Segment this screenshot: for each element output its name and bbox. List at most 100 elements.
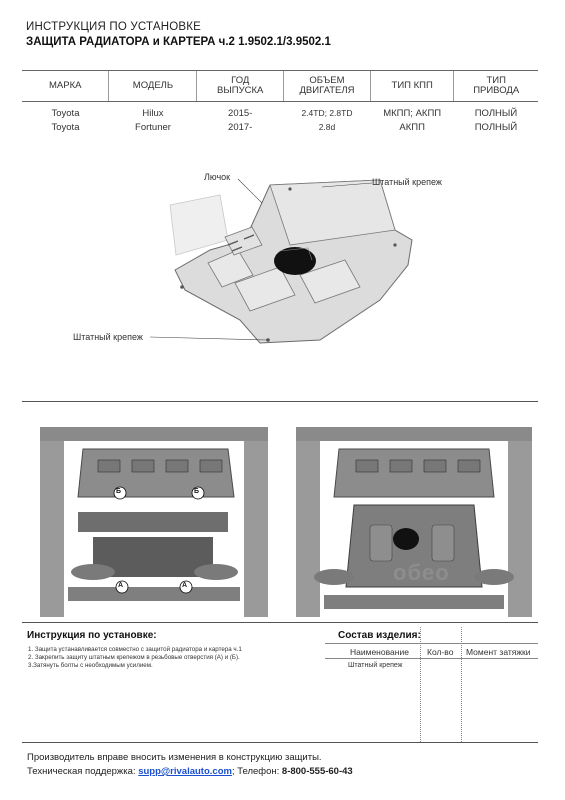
frame-rail-right	[244, 437, 268, 617]
leader-line-fastener-top	[321, 182, 373, 188]
frame-rail-left	[40, 437, 64, 617]
bumper-beam	[40, 427, 268, 441]
inspection-hatch	[274, 247, 316, 275]
marker-b-label: Б	[194, 488, 200, 495]
label-fastener-top: Штатный крепеж	[372, 177, 442, 187]
spec-cell: Hilux	[142, 107, 164, 119]
section-divider	[22, 401, 538, 402]
table-row: Toyota Hilux 2015- 2.4TD; 2.8TD МКПП; АК…	[22, 102, 538, 121]
stamped-panel	[234, 266, 296, 312]
composition-col-divider	[461, 627, 462, 742]
suspension-arm-right	[194, 564, 238, 580]
table-row: Toyota Fortuner 2017- 2.8d АКПП ПОЛНЫЙ	[22, 120, 538, 134]
spec-cell: 2017-	[228, 121, 253, 133]
guard-vent	[355, 459, 379, 473]
composition-header-name: Наименование	[350, 647, 409, 657]
guard-vent	[457, 459, 481, 473]
spec-cell: МКПП; АКПП	[383, 107, 442, 119]
instruction-step: 3.Затянуть болты с необходимым усилием.	[28, 662, 153, 669]
photo-before-install	[38, 427, 270, 622]
marker-b-right	[191, 486, 205, 500]
spec-cell: АКПП	[399, 121, 425, 133]
bumper-beam	[296, 427, 532, 441]
guard-vent	[423, 459, 447, 473]
spec-cell: 2.8d	[318, 122, 336, 132]
spec-cell: Fortuner	[135, 121, 171, 133]
phone-label: ; Телефон:	[231, 766, 282, 777]
stamped-panel	[224, 226, 263, 256]
spec-cell: ПОЛНЫЙ	[474, 107, 518, 119]
leader-line-fastener-left	[150, 336, 269, 341]
vent-slot	[227, 240, 239, 246]
stamped-panel	[207, 249, 254, 288]
marker-a-left	[115, 580, 129, 594]
instructions-steps: 1. Защита устанавливается совместно с за…	[28, 646, 318, 670]
suspension-arm-right	[474, 569, 514, 585]
hatch-edge	[279, 247, 313, 261]
support-phone: 8-800-555-60-43	[281, 766, 353, 777]
composition-header-qty: Кол-во	[427, 647, 454, 657]
composition-header-torque: Момент затяжки	[466, 647, 531, 657]
composition-rule	[325, 643, 538, 644]
instruction-step: 2. Закрепить защиту штатным крепежом в р…	[28, 654, 240, 661]
spec-cell: ПОЛНЫЙ	[474, 121, 518, 133]
mount-hole	[393, 243, 397, 247]
instruction-step: 1. Защита устанавливается совместно с за…	[28, 646, 242, 653]
guard-vent	[97, 459, 121, 473]
stamped-panel	[369, 524, 393, 562]
inspection-hatch	[393, 528, 419, 550]
composition-col-divider	[420, 627, 421, 742]
support-email-link[interactable]: supp@rivalauto.com	[138, 766, 232, 777]
frame-rail-right	[508, 437, 532, 617]
guard-vent	[131, 459, 155, 473]
leader-line-hatch	[237, 178, 263, 204]
rear-crossmember	[324, 595, 504, 609]
doc-title-line2: ЗАЩИТА РАДИАТОРА и КАРТЕРА ч.2 1.9502.1/…	[26, 36, 331, 48]
radiator-guard	[333, 448, 495, 498]
crossmember	[78, 512, 228, 532]
guard-vent	[199, 459, 223, 473]
label-fastener-left: Штатный крепеж	[73, 332, 143, 342]
spec-col-gearbox: ТИП КПП	[369, 70, 454, 102]
doc-title-line1: ИНСТРУКЦИЯ ПО УСТАНОВКЕ	[26, 21, 202, 33]
frame-rail-left	[296, 437, 320, 617]
guard-vent	[165, 459, 189, 473]
mount-hole	[288, 187, 292, 191]
marker-a-label: А	[118, 582, 124, 589]
mount-hole	[180, 285, 184, 289]
footer-support: Техническая поддержка: supp@rivalauto.co…	[27, 766, 353, 777]
stamped-panel	[299, 259, 361, 304]
photo-after-install	[294, 427, 534, 622]
marker-a-label: А	[182, 582, 188, 589]
suspension-arm-left	[314, 569, 354, 585]
spec-col-model: МОДЕЛЬ	[108, 70, 197, 102]
composition-title: Состав изделия:	[338, 630, 421, 641]
spec-cell: Toyota	[51, 121, 80, 133]
skid-plate-diagram	[150, 178, 413, 344]
rear-crossmember	[68, 587, 240, 601]
marker-b-label: Б	[116, 488, 122, 495]
radiator-guard	[77, 448, 235, 498]
spec-col-make: МАРКА	[22, 70, 109, 102]
marker-a-right	[179, 580, 193, 594]
watermark: обео	[393, 560, 450, 585]
footer-disclaimer: Производитель вправе вносить изменения в…	[27, 752, 322, 763]
marker-b-left	[113, 486, 127, 500]
support-label: Техническая поддержка:	[27, 766, 139, 777]
composition-rule	[325, 658, 538, 659]
section-divider	[22, 742, 538, 743]
suspension-arm-left	[71, 564, 115, 580]
vent-slot	[231, 246, 243, 252]
vent-slot	[243, 234, 255, 240]
spec-cell: 2.4TD; 2.8TD	[301, 108, 353, 118]
guard-vent	[389, 459, 413, 473]
spec-cell: Toyota	[51, 107, 80, 119]
faded-part-outline	[169, 194, 229, 256]
label-hatch: Лючок	[204, 172, 231, 182]
composition-item-name: Штатный крепеж	[348, 662, 403, 669]
stamped-panel	[431, 524, 455, 562]
